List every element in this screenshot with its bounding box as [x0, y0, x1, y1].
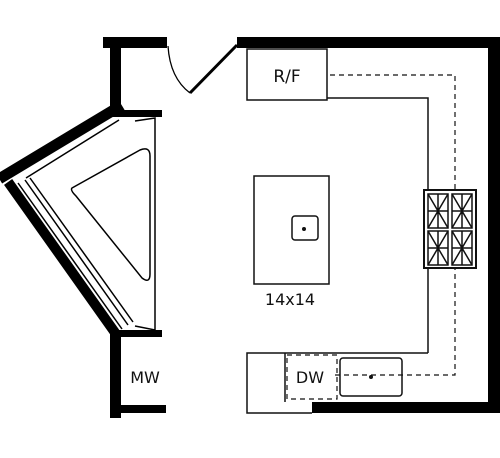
refrigerator	[246, 48, 328, 101]
cooktop-burners-icon	[427, 193, 473, 266]
island-top	[253, 175, 330, 285]
bay-glass-2	[24, 179, 129, 326]
dishwasher-outline	[286, 354, 338, 400]
wall-top	[237, 37, 500, 48]
wall-ledge-upper	[110, 110, 162, 117]
drain-icon	[302, 227, 306, 231]
bay-glass-3	[29, 177, 134, 323]
wall-right	[488, 37, 500, 413]
bay-wall-lower	[4, 179, 123, 341]
island	[253, 175, 330, 285]
wall-top-left	[103, 37, 167, 48]
door-leaf	[188, 43, 239, 95]
walls	[103, 37, 500, 418]
island-sink	[291, 215, 319, 241]
drain-icon	[369, 375, 373, 379]
sink-icon	[291, 215, 319, 241]
bay-inner-upper	[25, 119, 120, 179]
bay-seat	[70, 148, 151, 281]
main-sink	[339, 357, 403, 397]
counters	[246, 48, 429, 414]
counter-bottom	[246, 352, 428, 414]
refrigerator-label: R/F	[273, 67, 300, 87]
microwave-label: MW	[130, 368, 160, 387]
wall-left-upper	[110, 37, 121, 115]
bay-glass-1	[17, 182, 123, 330]
sink-icon	[339, 357, 403, 397]
bay-window	[0, 100, 156, 341]
bay-counter	[134, 117, 156, 331]
counter-right	[327, 97, 429, 190]
room-size-label: 14x14	[265, 290, 315, 309]
door	[167, 43, 239, 95]
wall-mw-bottom	[110, 405, 166, 413]
bay-wall-upper	[0, 100, 125, 184]
wall-left-lower	[110, 332, 121, 418]
wall-bottom	[312, 402, 500, 413]
door-swing-icon	[167, 45, 191, 94]
wall-ledge-lower	[110, 330, 162, 337]
range	[423, 189, 477, 269]
dishwasher-label: DW	[296, 368, 324, 387]
